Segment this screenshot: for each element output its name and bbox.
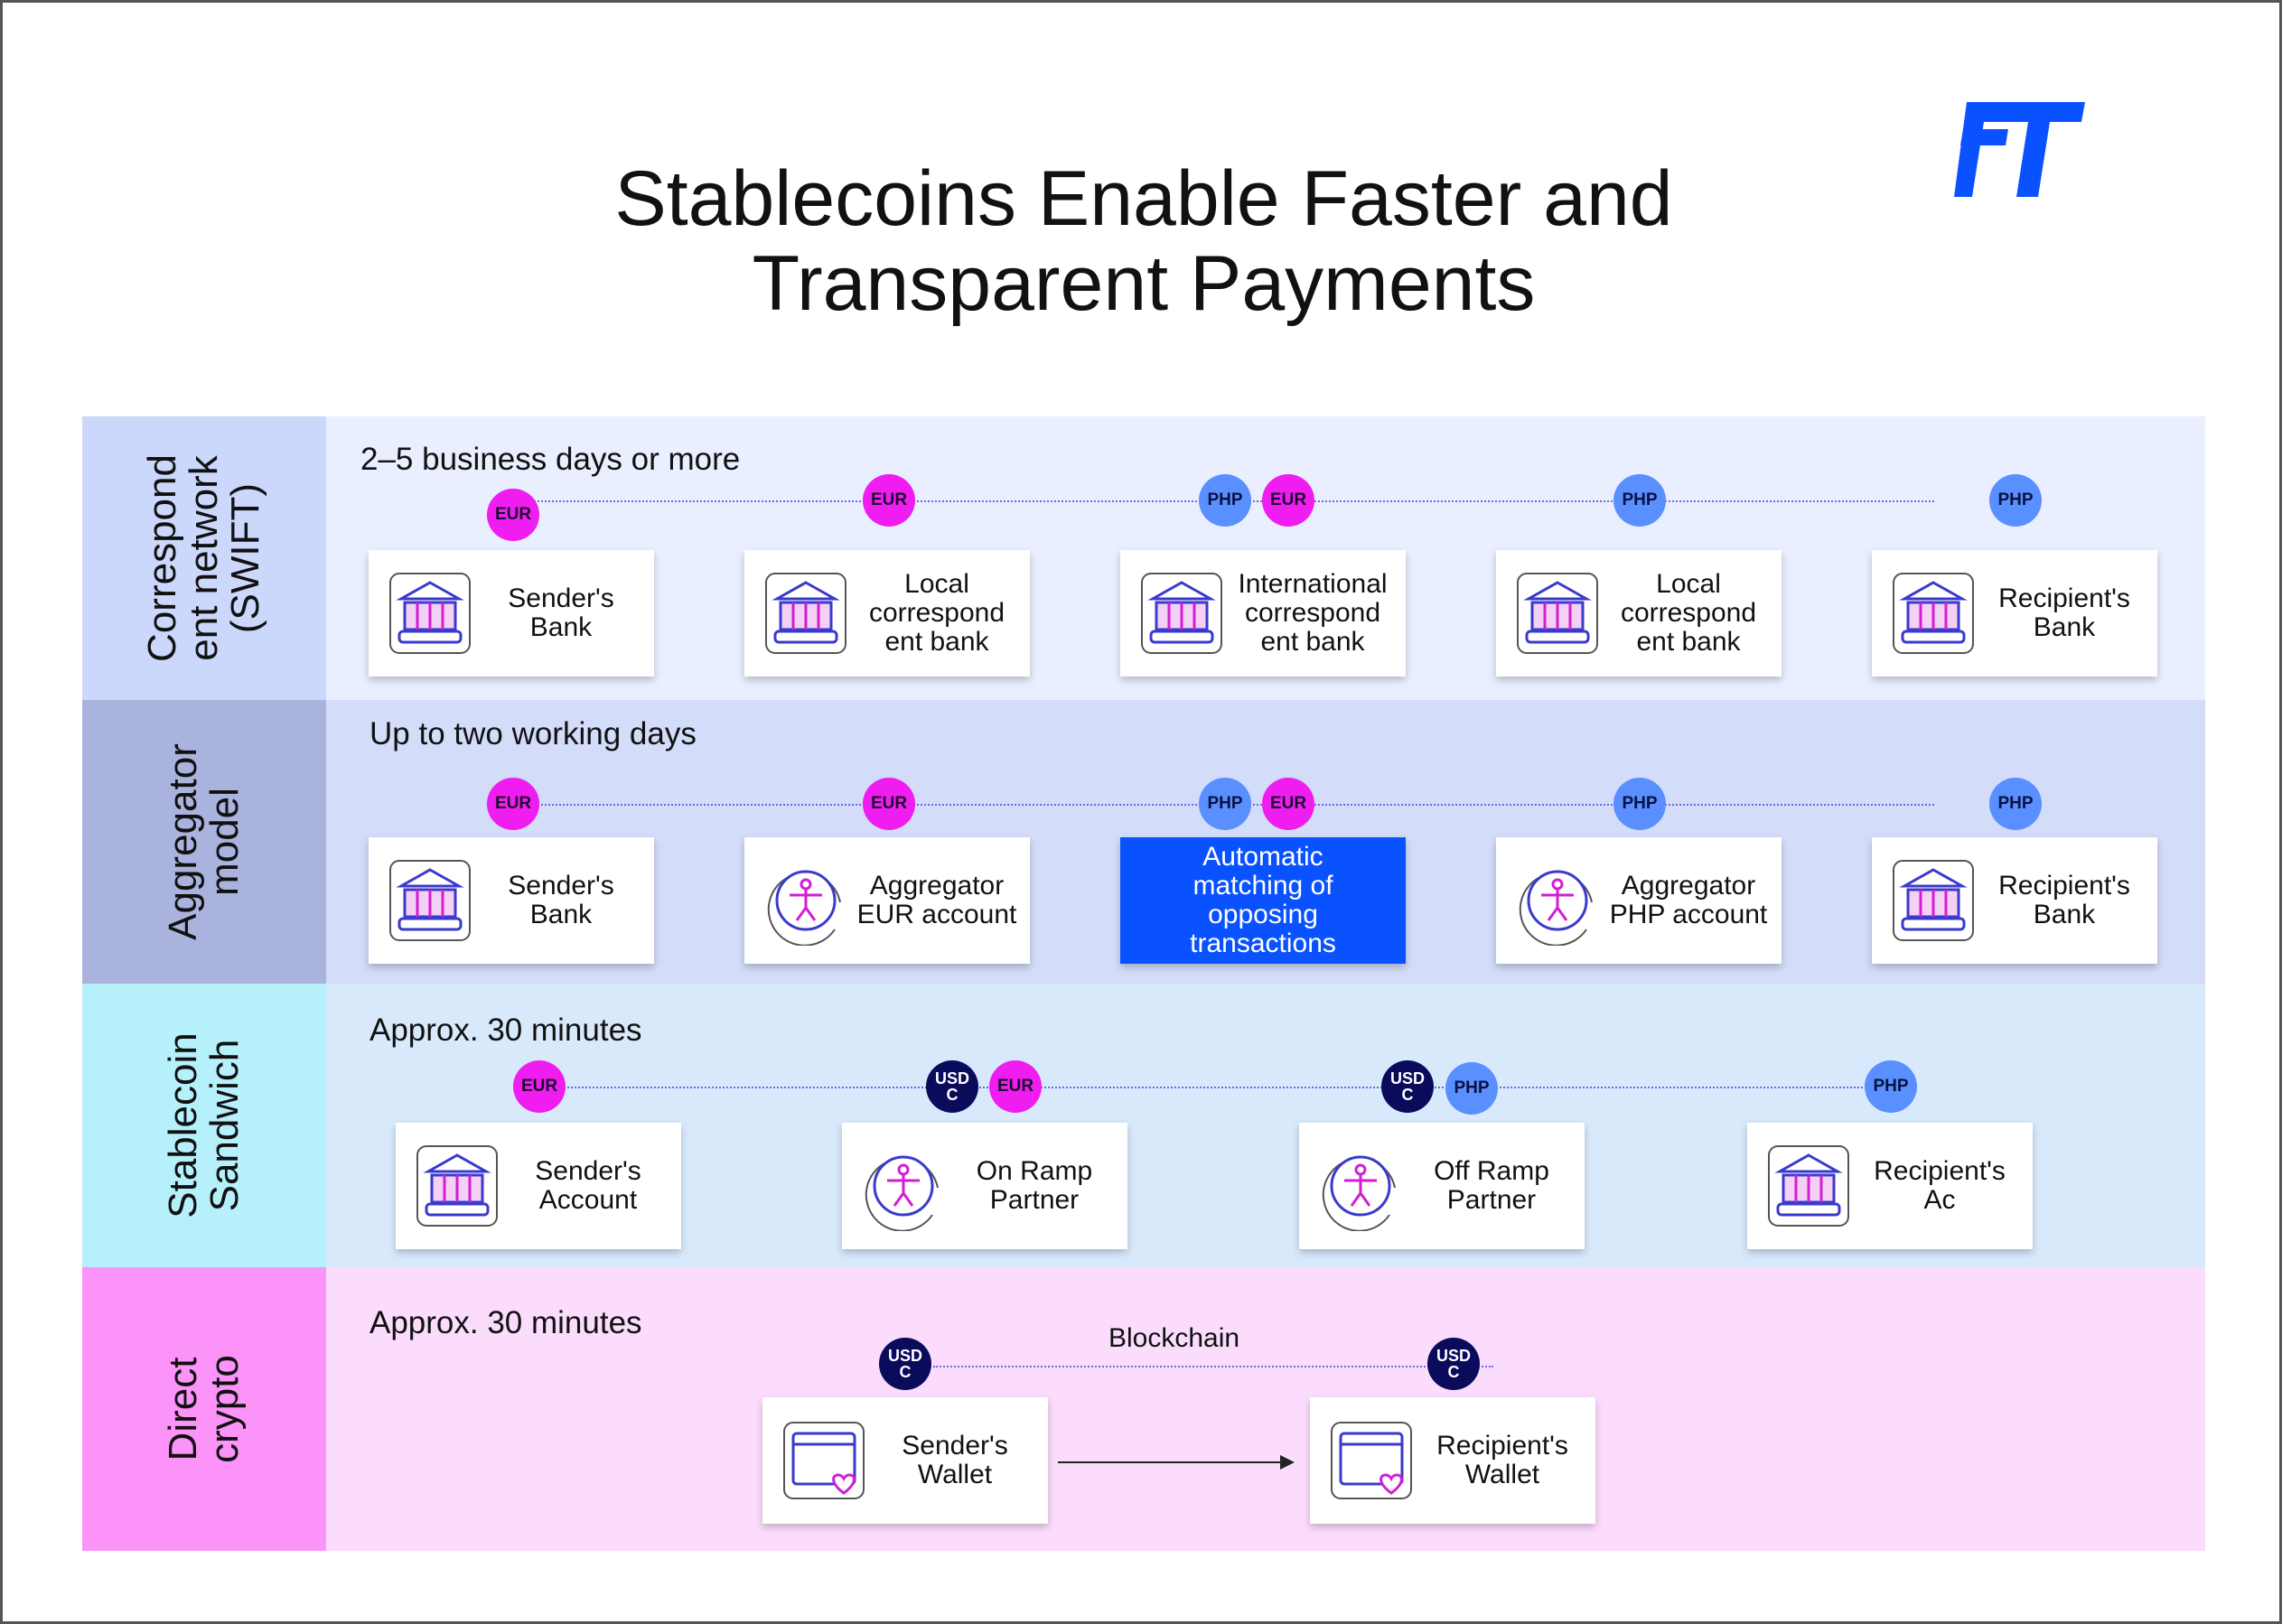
row-sandwich-time: Approx. 30 minutes — [369, 1013, 642, 1048]
eur-coin-icon: EUR — [487, 778, 539, 830]
bank-icon — [389, 573, 471, 654]
row-swift-body: 2–5 business days or more EUR EUR PHP EU… — [326, 416, 2205, 700]
php-coin-icon: PHP — [1613, 474, 1666, 527]
eur-coin-icon: EUR — [989, 1060, 1042, 1113]
eur-coin-icon: EUR — [487, 489, 539, 541]
bank-icon — [765, 573, 846, 654]
php-coin-icon: PHP — [1199, 778, 1251, 830]
eur-coin-icon: EUR — [863, 474, 915, 527]
bank-icon — [1893, 573, 1974, 654]
page-title: Stablecoins Enable Faster and Transparen… — [3, 156, 2282, 326]
eur-coin-icon: EUR — [1262, 474, 1314, 527]
bank-icon — [1768, 1145, 1849, 1227]
bank-icon — [1893, 860, 1974, 941]
row-direct-crypto: Direct crypto Approx. 30 minutes Blockch… — [82, 1267, 2205, 1551]
ft-logo-icon — [1954, 102, 2085, 197]
row-swift: Correspond ent network (SWIFT) 2–5 busin… — [82, 416, 2205, 700]
eur-coin-icon: EUR — [1262, 778, 1314, 830]
row-crypto-label-panel: Direct crypto — [82, 1267, 326, 1551]
bank-icon — [389, 860, 471, 941]
arrow-head-icon — [1280, 1455, 1295, 1470]
php-coin-icon: PHP — [1445, 1062, 1498, 1115]
eur-coin-icon: EUR — [513, 1060, 566, 1113]
title-line-2: Transparent Payments — [752, 240, 1536, 327]
person-icon — [865, 1155, 939, 1231]
row-crypto-time: Approx. 30 minutes — [369, 1305, 642, 1340]
title-line-1: Stablecoins Enable Faster and — [614, 155, 1673, 242]
row-aggregator-label-panel: Aggregator model — [82, 700, 326, 984]
flow-line — [539, 1087, 1876, 1088]
person-icon — [1322, 1155, 1396, 1231]
row-sandwich-label: Stablecoin Sandwich — [161, 1032, 247, 1218]
row-stablecoin-sandwich: Stablecoin Sandwich Approx. 30 minutes E… — [82, 984, 2205, 1267]
bank-icon — [1517, 573, 1598, 654]
row-crypto-label: Direct crypto — [161, 1355, 247, 1463]
person-icon — [767, 870, 841, 946]
wallet-icon — [783, 1422, 865, 1499]
blockchain-label: Blockchain — [1108, 1323, 1240, 1353]
row-aggregator-body: Up to two working days EUR EUR PHP EUR P… — [326, 700, 2205, 984]
bank-icon — [416, 1145, 498, 1227]
row-aggregator-label: Aggregator model — [161, 743, 247, 940]
bank-icon — [1141, 573, 1222, 654]
row-swift-time: 2–5 business days or more — [360, 442, 741, 477]
row-sandwich-label-panel: Stablecoin Sandwich — [82, 984, 326, 1267]
row-swift-label-panel: Correspond ent network (SWIFT) — [82, 416, 326, 700]
php-coin-icon: PHP — [1613, 778, 1666, 830]
row-aggregator: Aggregator model Up to two working days … — [82, 700, 2205, 984]
wallet-icon — [1331, 1422, 1412, 1499]
row-swift-label: Correspond ent network (SWIFT) — [140, 454, 267, 662]
person-icon — [1519, 870, 1593, 946]
php-coin-icon: PHP — [1989, 778, 2042, 830]
transfer-arrow-line — [1058, 1461, 1282, 1463]
blockchain-line — [933, 1366, 1493, 1367]
php-coin-icon: PHP — [1989, 474, 2042, 527]
row-aggregator-time: Up to two working days — [369, 716, 697, 751]
php-coin-icon: PHP — [1865, 1060, 1917, 1113]
php-coin-icon: PHP — [1199, 474, 1251, 527]
eur-coin-icon: EUR — [863, 778, 915, 830]
